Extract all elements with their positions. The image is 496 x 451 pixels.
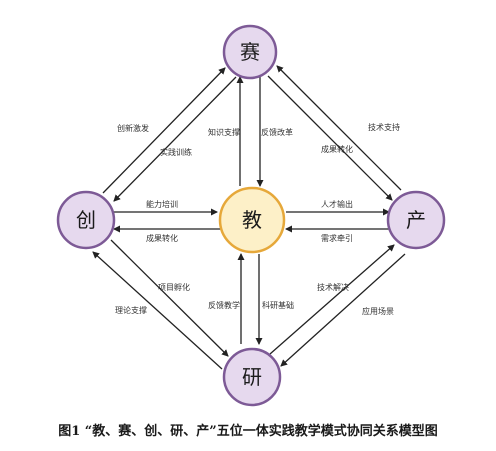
collaboration-diagram: 赛 创 教 产 研 创新激发 实践训练 知识支撑 反馈改革 技术支持 成果转化 …: [56, 24, 446, 407]
node-jiao-circle: [218, 186, 286, 254]
label-yingyong-changjing: 应用场景: [362, 306, 394, 316]
label-chengguo-zhuanhua-1: 成果转化: [321, 144, 353, 154]
label-nengli-peixun: 能力培训: [146, 199, 178, 209]
node-chan-circle: [386, 190, 446, 250]
label-jishu-jiejue: 技术解决: [317, 282, 349, 292]
label-zhishi-zhicheng: 知识支撑: [208, 127, 240, 137]
label-chengguo-zhuanhua-2: 成果转化: [146, 233, 178, 243]
arrow-yan-to-chan: [269, 244, 395, 355]
node-chan-label: 产: [406, 208, 426, 232]
node-yan-label: 研: [242, 365, 262, 389]
label-shijian-xunlian: 实践训练: [160, 147, 192, 157]
arrow-yan-to-chuang: [92, 251, 223, 370]
label-keyan-jichu: 科研基础: [262, 300, 294, 310]
arrow-chuang-to-sai: [102, 67, 226, 194]
node-yan-circle: [222, 347, 282, 407]
label-xiangmu-fuhua: 项目孵化: [158, 282, 190, 292]
label-jishu-zhichi: 技术支持: [368, 122, 400, 132]
arrow-sai-to-chuang: [113, 76, 237, 202]
arrow-chuang-to-yan: [110, 239, 229, 357]
node-sai-label: 赛: [240, 40, 260, 64]
node-chuang-circle: [56, 190, 116, 250]
figure-caption: 图1 “教、赛、创、研、产”五位一体实践教学模式协同关系模型图: [58, 424, 438, 439]
node-sai-circle: [222, 24, 278, 80]
arrow-chan-to-yan: [280, 253, 406, 367]
label-rencai-shuchu: 人才输出: [321, 199, 353, 209]
arrow-chan-to-sai: [276, 65, 402, 191]
arrow-sai-to-chan: [267, 75, 393, 201]
node-chuang-label: 创: [76, 208, 96, 232]
node-jiao-label: 教: [242, 208, 262, 232]
label-chuangxin-jifa: 创新激发: [117, 123, 149, 133]
label-xuqiu-qianyin: 需求牵引: [321, 233, 353, 243]
label-fankui-gaige: 反馈改革: [261, 127, 293, 137]
label-lilun-zhicheng: 理论支撑: [115, 305, 147, 315]
label-fankui-jiaoxue: 反馈教学: [208, 300, 240, 310]
